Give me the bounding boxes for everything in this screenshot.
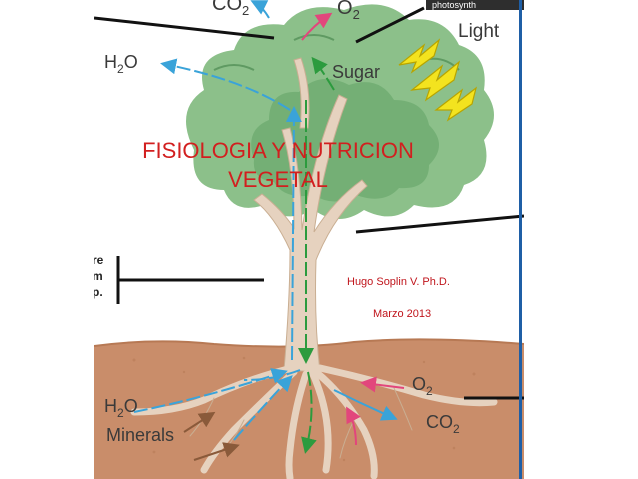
author-name: Hugo Soplin V. Ph.D. bbox=[347, 276, 450, 288]
sugar-flow-arrows bbox=[298, 56, 335, 454]
label-co2-bottom: CO2 bbox=[426, 412, 460, 436]
light-bolts bbox=[398, 38, 478, 122]
label-h2o-left: H2O bbox=[104, 52, 138, 76]
label-o2-top: O2 bbox=[337, 0, 360, 22]
water-flow-arrows bbox=[133, 58, 302, 441]
label-minerals: Minerals bbox=[106, 425, 174, 445]
slide-title: FISIOLOGIA Y NUTRICION VEGETAL bbox=[118, 136, 438, 194]
title-line-1: FISIOLOGIA Y NUTRICION bbox=[142, 138, 414, 163]
label-h2o-bottom: H2O bbox=[104, 396, 138, 420]
label-cropped-left-2: m bbox=[94, 269, 103, 283]
callout-lines bbox=[94, 6, 524, 400]
mineral-arrows bbox=[183, 411, 240, 461]
label-photosynthesis-cropped: photosynth bbox=[432, 0, 476, 10]
oxygen-arrows bbox=[301, 12, 405, 446]
caption-bar bbox=[426, 0, 524, 10]
label-cropped-left-1: re bbox=[94, 253, 104, 267]
title-line-2: VEGETAL bbox=[228, 167, 328, 192]
label-light: Light bbox=[458, 21, 500, 42]
label-sugar: Sugar bbox=[332, 62, 380, 82]
tree-diagram: CO2 O2 photosynth Light Sugar H2O H2O Mi… bbox=[94, 0, 524, 479]
label-co2-top: CO2 bbox=[212, 0, 249, 18]
label-cropped-left-3: p. bbox=[94, 285, 103, 299]
tree-diagram-svg: CO2 O2 photosynth Light Sugar H2O H2O Mi… bbox=[94, 0, 524, 479]
right-border bbox=[519, 0, 522, 479]
label-o2-bottom: O2 bbox=[412, 374, 433, 398]
presentation-date: Marzo 2013 bbox=[373, 308, 432, 320]
